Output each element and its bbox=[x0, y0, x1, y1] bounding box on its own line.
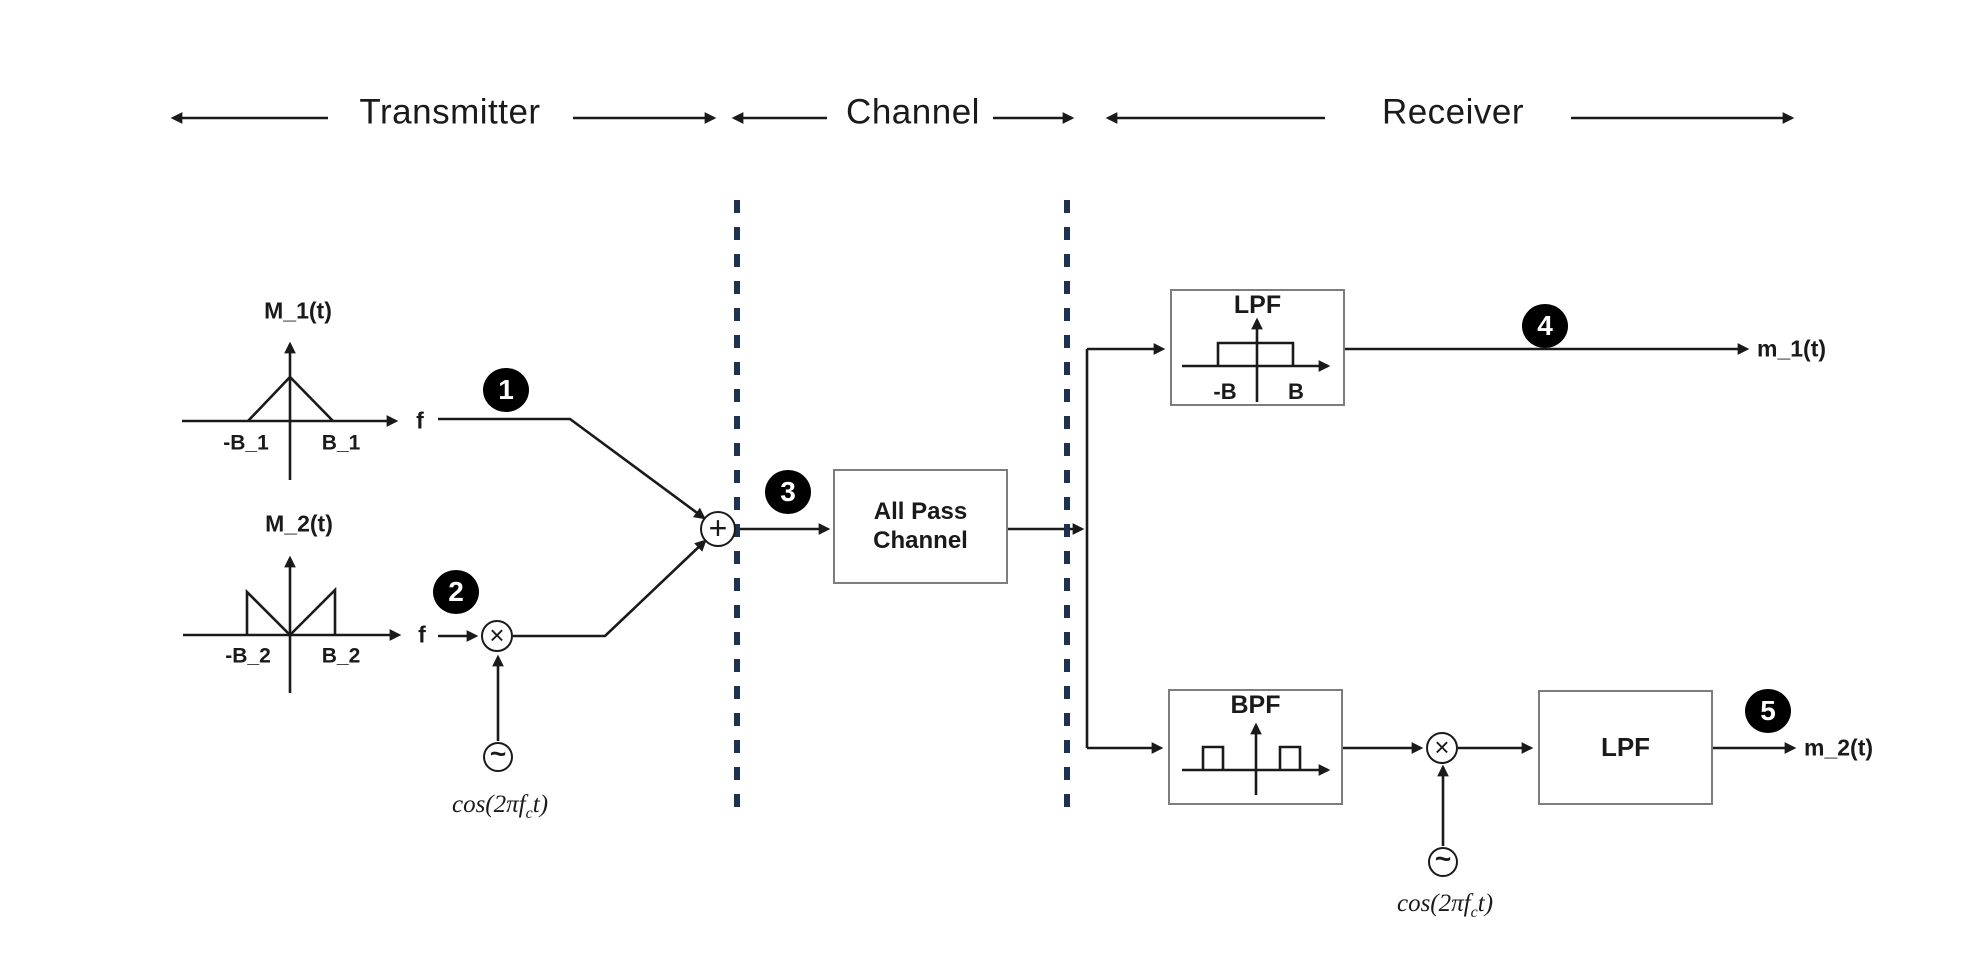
channel-wires bbox=[1008, 343, 1166, 754]
header-transmitter-label: Transmitter bbox=[359, 92, 541, 132]
formula-post: ) bbox=[1484, 890, 1494, 917]
oscillator-node-rx: ~ bbox=[1428, 845, 1458, 877]
m1-neg-band-label: -B_1 bbox=[223, 431, 269, 455]
output-m2-label: m_2(t) bbox=[1804, 734, 1874, 761]
oscillator-node-tx: ~ bbox=[483, 740, 513, 772]
m2-right-spectrum bbox=[289, 586, 337, 636]
oscillator-formula-tx: cos(2πfct) bbox=[452, 792, 548, 822]
lpf-top-title: LPF bbox=[1233, 291, 1282, 319]
m1-axis-label: f bbox=[416, 407, 424, 434]
formula-pre: cos(2π bbox=[451, 791, 519, 818]
lpf-top-block: LPF -B B bbox=[1170, 289, 1345, 406]
spectrum-m2-plot bbox=[183, 555, 402, 693]
m2-spectrum-title: M_2(t) bbox=[265, 510, 333, 537]
m1-triangle-spectrum bbox=[247, 375, 334, 422]
lpf-bottom-block: LPF bbox=[1538, 690, 1713, 805]
formula-pre: cos(2π bbox=[1396, 890, 1464, 917]
spectrum-m1-plot bbox=[182, 341, 399, 480]
lpf-passband-pulse bbox=[1216, 341, 1295, 366]
transmitter-wires bbox=[438, 417, 831, 741]
summer-node: + bbox=[700, 511, 736, 547]
formula-f: f bbox=[518, 791, 526, 818]
point-3-badge: 3 bbox=[765, 470, 811, 514]
multiplier-to-summer-wire bbox=[513, 539, 707, 638]
formula-t: t bbox=[532, 791, 540, 818]
all-pass-channel-block: All Pass Channel bbox=[833, 469, 1008, 584]
m1-spectrum-title: M_1(t) bbox=[264, 297, 332, 324]
output-m1-label: m_1(t) bbox=[1757, 335, 1827, 362]
point-4-badge: 4 bbox=[1522, 304, 1568, 348]
lpf-pos-band-label: B bbox=[1288, 379, 1304, 404]
bpf-left-passband-pulse bbox=[1201, 745, 1225, 770]
bpf-block: BPF bbox=[1168, 689, 1343, 805]
m1-pos-band-label: B_1 bbox=[321, 431, 361, 455]
lpf-top-inner-spectrum bbox=[1182, 317, 1331, 402]
formula-subscript: c bbox=[525, 805, 533, 822]
formula-f: f bbox=[1463, 890, 1471, 917]
m2-left-spectrum bbox=[245, 588, 291, 636]
point-5-badge: 5 bbox=[1745, 689, 1791, 733]
m2-pos-band-label: B_2 bbox=[321, 644, 361, 668]
header-channel-label: Channel bbox=[846, 92, 980, 132]
formula-subscript: c bbox=[1470, 904, 1478, 921]
section-separators bbox=[734, 200, 1070, 820]
point-1-badge: 1 bbox=[483, 368, 529, 412]
multiplier-node-rx: × bbox=[1426, 732, 1458, 764]
lpf-bottom-label: LPF bbox=[1600, 732, 1651, 762]
formula-post: ) bbox=[539, 791, 549, 818]
receiver-wires bbox=[1343, 343, 1797, 846]
multiplier-node-tx: × bbox=[481, 620, 513, 652]
all-pass-channel-label: All Pass Channel bbox=[873, 497, 968, 554]
formula-t: t bbox=[1477, 890, 1485, 917]
bpf-right-passband-pulse bbox=[1278, 745, 1302, 770]
oscillator-formula-rx: cos(2πfct) bbox=[1397, 891, 1493, 921]
m1-to-summer-wire bbox=[438, 417, 706, 520]
point-2-badge: 2 bbox=[433, 570, 479, 614]
m2-axis-label: f bbox=[418, 621, 426, 648]
bpf-inner-spectrum bbox=[1182, 722, 1331, 795]
m2-neg-band-label: -B_2 bbox=[225, 644, 271, 668]
bpf-title: BPF bbox=[1230, 691, 1281, 719]
lpf-neg-band-label: -B bbox=[1213, 379, 1237, 404]
header-receiver-label: Receiver bbox=[1381, 92, 1525, 132]
